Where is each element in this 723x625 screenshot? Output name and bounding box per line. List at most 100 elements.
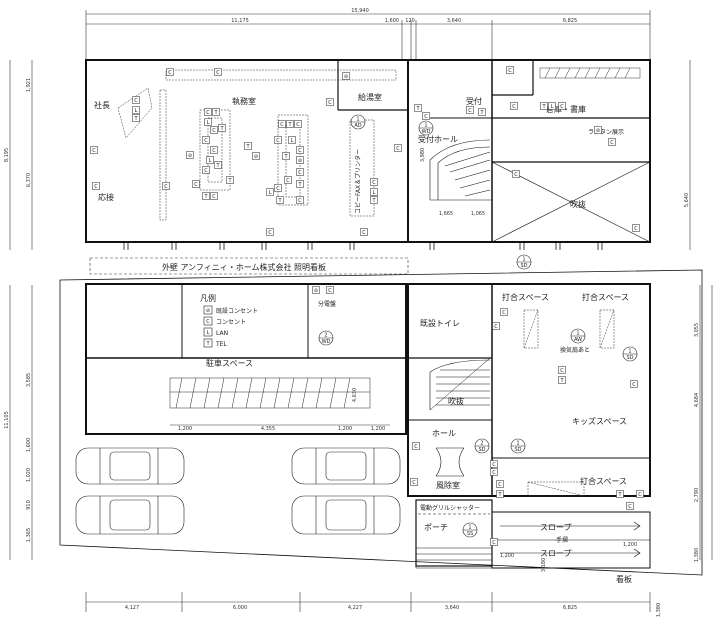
outlet-symbol: C [636,490,644,498]
svg-text:C: C [502,310,506,316]
outlet-symbol: C [490,538,498,546]
svg-text:C: C [396,146,400,152]
outlet-symbol: C [630,380,638,388]
outlet-symbol: C [278,120,286,128]
legend-label-1: 既設コンセント [216,307,258,315]
car-4 [291,495,401,535]
svg-text:⊘: ⊘ [188,153,192,159]
fixture-1: 1 WD [418,120,434,136]
outlet-symbol: ⊘ [252,152,260,160]
dim-top-5: 6,825 [563,18,577,24]
outlet-symbol: C [510,102,518,110]
svg-text:C: C [560,368,564,374]
outlet-symbol: T [370,196,378,204]
dim-left-1: 1,921 [26,78,32,92]
outlet-symbol: T [616,490,624,498]
fixture-8: 1 SD [510,438,526,454]
dim-left-3: 6,370 [26,173,32,187]
fixture-2: 2 WD [318,330,334,346]
svg-text:⊘: ⊘ [596,128,600,134]
room-office: 執務室 [232,96,256,106]
svg-text:L: L [373,190,376,196]
svg-text:C: C [194,182,198,188]
outlet-symbol: T [244,142,252,150]
outlet-symbol: T [286,120,294,128]
dim-top-2: 1,600 [385,18,399,24]
outlet-symbol: T [282,152,290,160]
room-warehouse: 倉庫・書庫 [546,104,586,114]
outlet-symbol: ⊘ [594,126,602,134]
fixture-num-8: 1 [516,441,519,447]
hall-doors [435,447,465,477]
dim-top-3: 120 [405,18,415,24]
svg-text:⊘: ⊘ [298,158,302,164]
dim-bottom-3: 4,227 [348,605,362,611]
svg-text:T: T [297,182,302,188]
dim-inner-9: 3,180 [541,558,547,572]
outlet-symbol: C [214,68,222,76]
outlet-symbol: T [276,196,284,204]
dim-inner-11: 3,980 [420,148,426,162]
svg-text:C: C [212,128,216,134]
dim-inner-10: 1,380 [656,603,662,617]
outlet-symbol: C [490,460,498,468]
outlet-symbol: ⊘ [312,286,320,294]
outlet-symbol: C [608,138,616,146]
dim-inner-4: 1,200 [371,426,385,432]
lower-stairs [429,359,491,410]
outlet-symbol: C [132,96,140,104]
room-reception-hall: 受付ホール [418,134,458,144]
svg-text:C: C [628,504,632,510]
right-dimensions [689,60,713,560]
svg-text:T: T [203,194,208,200]
outlet-symbol: L [204,118,212,126]
room-void-lower: 吹抜 [448,396,464,406]
dim-inner-3: 1,200 [338,426,352,432]
dim-top-total: 15,940 [351,8,369,14]
legend-item-1: ⊘ 既設コンセント [203,305,258,315]
svg-text:C: C [276,186,280,192]
outlet-symbol: C [90,146,98,154]
legend-item-4: T TEL [203,338,227,348]
dim-inner-7: 1,200 [500,553,514,559]
fixture-num-6: 2 [480,441,483,447]
legend-symbol-1: ⊘ [206,308,210,314]
room-labels: 社長 応接 執務室 給湯室 受付 受付ホール 倉庫・書庫 ランタン展示 吹抜 コ… [94,92,632,584]
svg-text:C: C [560,104,564,110]
svg-text:C: C [168,70,172,76]
outlet-symbol: C [162,182,170,190]
outlet-symbol: C [202,136,210,144]
outlet-symbol: T [132,114,140,122]
lower-void-cross [429,357,491,411]
outlet-symbol: T [558,376,566,384]
dim-left-7: 1,020 [26,468,32,482]
outlet-symbol: C [558,102,566,110]
svg-text:C: C [212,148,216,154]
svg-text:C: C [216,70,220,76]
room-porch: ポーチ [424,523,448,532]
room-meeting-3: 打合スペース [580,476,627,486]
svg-text:T: T [215,163,220,169]
room-reception-desk: 受付 [466,96,482,106]
svg-text:T: T [415,106,420,112]
dim-bottom-2: 6,000 [233,605,247,611]
outlet-symbol: C [192,180,200,188]
outlet-symbol: C [210,126,218,134]
left-dimensions [9,60,33,560]
outlet-symbol: C [394,144,402,152]
outlet-symbol: C [626,502,634,510]
svg-text:C: C [492,540,496,546]
svg-text:T: T [133,116,138,122]
svg-text:⊘: ⊘ [254,154,258,160]
svg-text:C: C [372,180,376,186]
svg-text:C: C [268,230,272,236]
outlet-symbol: C [92,182,100,190]
car-1 [75,447,185,485]
outlet-symbol: L [370,188,378,196]
outlet-symbol: C [274,136,282,144]
outlet-symbol: T [296,180,304,188]
dim-right-2: 3,055 [694,323,700,337]
outlet-symbol: C [558,366,566,374]
meeting-furniture [523,309,615,497]
